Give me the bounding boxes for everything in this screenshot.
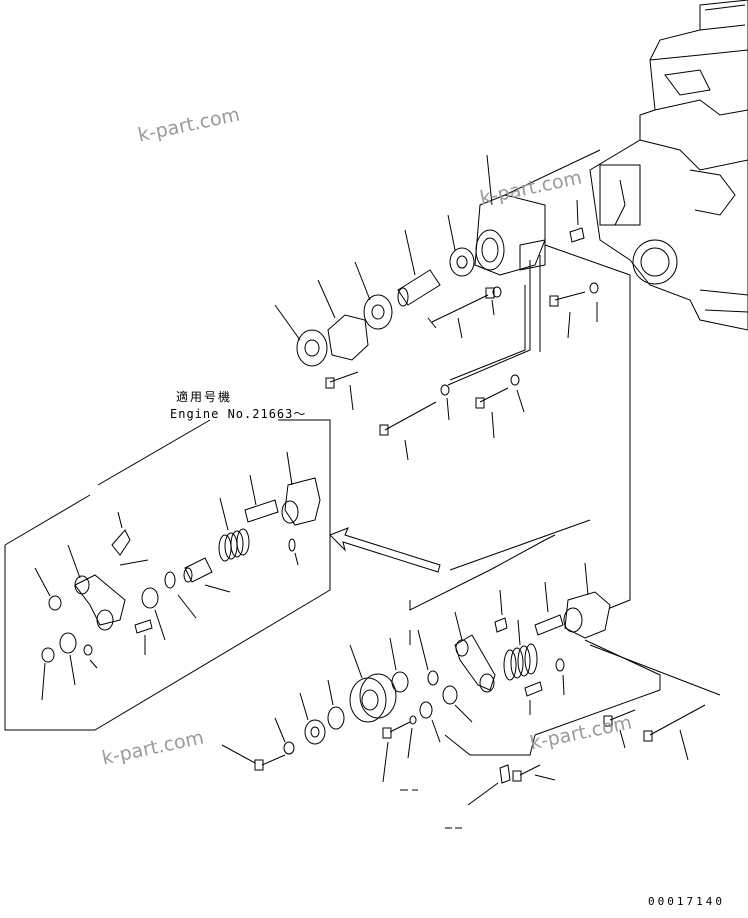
engine-number-label: Engine No.21663～ <box>170 407 307 421</box>
applicability-label: 適用号機 <box>176 390 233 404</box>
lower-assembly <box>221 519 721 829</box>
upper-assembly <box>274 149 631 611</box>
engine-block <box>589 0 748 331</box>
left-inset <box>4 419 331 731</box>
direction-arrow <box>329 527 441 573</box>
document-number: 00017140 <box>648 895 725 908</box>
